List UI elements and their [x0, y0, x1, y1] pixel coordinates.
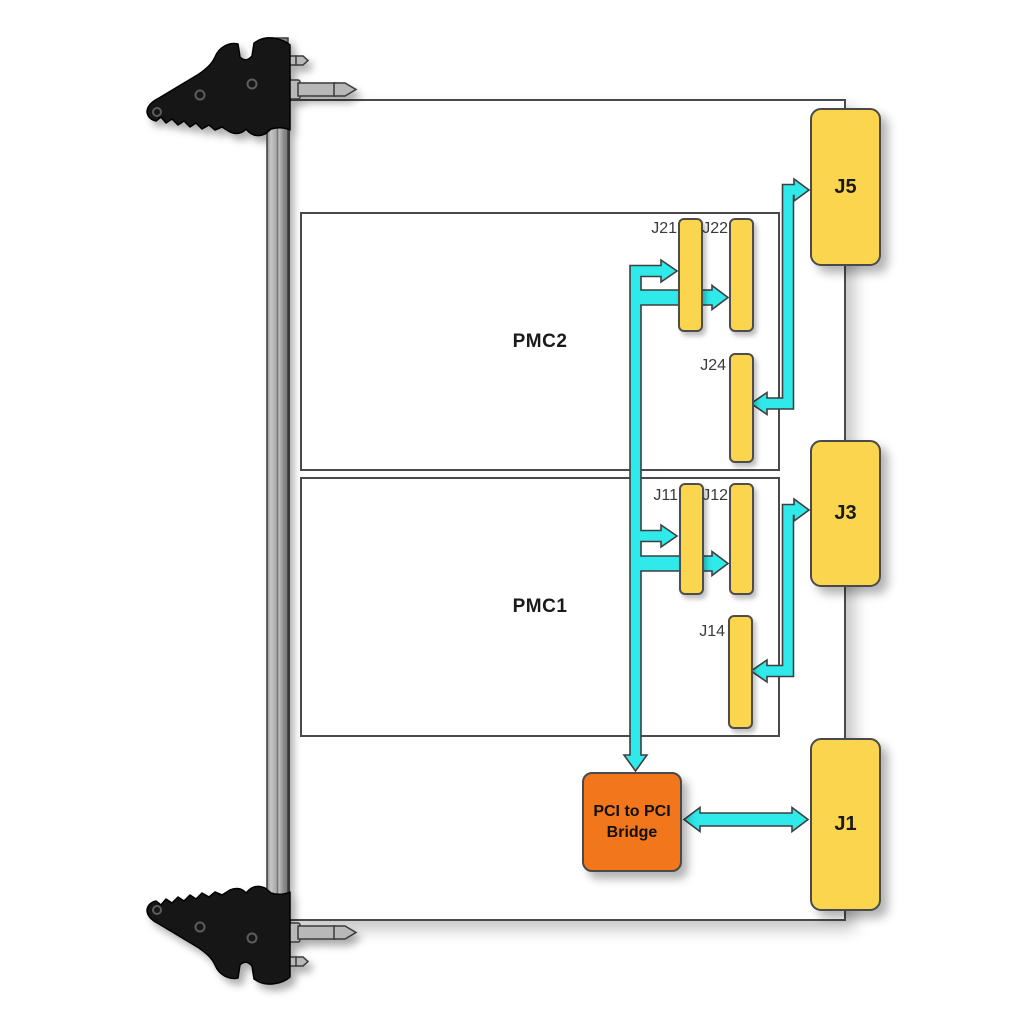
bridge-label-line1: PCI to PCI — [593, 803, 671, 820]
pci-to-pci-bridge: PCI to PCI Bridge — [582, 772, 682, 872]
bridge-label-line2: Bridge — [606, 824, 658, 841]
connector-j22 — [729, 218, 754, 332]
connector-j1: J1 — [810, 738, 881, 911]
label-j11: J11 — [653, 487, 678, 504]
pmc2-site: PMC2 — [300, 212, 780, 471]
pmc1-site: PMC1 — [300, 477, 780, 737]
pmc2-label: PMC2 — [512, 330, 568, 352]
connector-j14 — [728, 615, 753, 729]
label-j21: J21 — [651, 220, 677, 237]
label-j5: J5 — [834, 175, 857, 198]
label-j22: J22 — [702, 220, 728, 237]
connector-j3: J3 — [810, 440, 881, 587]
pmc1-label: PMC1 — [512, 596, 568, 617]
label-j12: J12 — [702, 487, 728, 504]
front-panel-rail — [266, 37, 289, 946]
label-j1: J1 — [834, 813, 857, 835]
connector-j11 — [679, 483, 704, 595]
label-j24: J24 — [700, 357, 726, 374]
connector-j21 — [678, 218, 703, 332]
label-j14: J14 — [699, 623, 725, 640]
label-j3: J3 — [834, 502, 857, 524]
connector-j24 — [729, 353, 754, 463]
connector-j5: J5 — [810, 108, 881, 266]
connector-j12 — [729, 483, 754, 595]
